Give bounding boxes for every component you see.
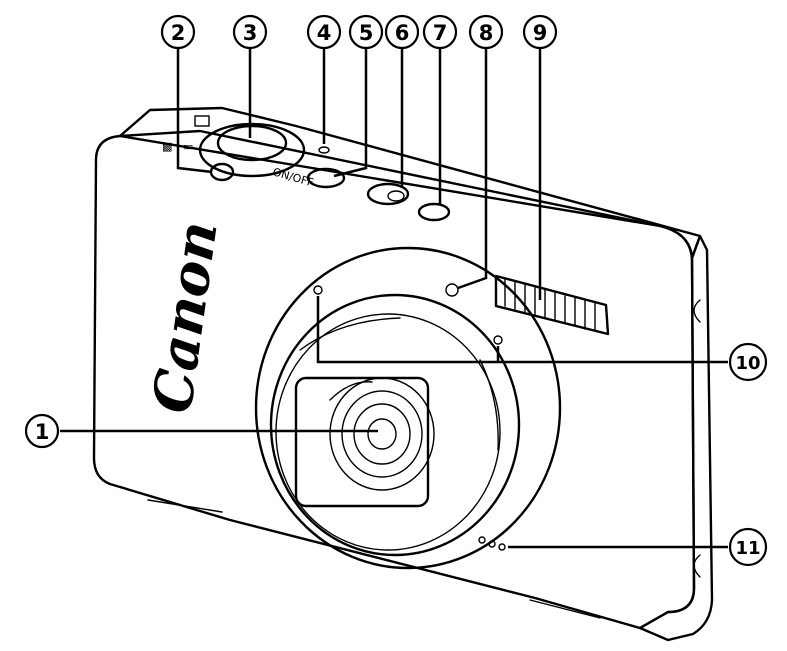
lens-glass (329, 377, 435, 491)
callout-10: 10 (728, 342, 768, 382)
lens-window (294, 376, 430, 508)
leader-line-2 (176, 48, 213, 174)
callout-9-label: 9 (533, 21, 548, 45)
flash (494, 274, 610, 336)
power-button-text: ON/OFF (271, 165, 315, 189)
callout-8: 8 (468, 14, 504, 50)
callout-1: 1 (24, 413, 60, 449)
callout-7-label: 7 (433, 21, 448, 45)
callout-6: 6 (384, 14, 420, 50)
mode-switch (366, 182, 410, 206)
callout-11-label: 11 (735, 538, 760, 559)
callout-11: 11 (728, 527, 768, 567)
mode-icon (194, 115, 210, 127)
mode-switch-knob (387, 190, 405, 202)
leader-line-5 (333, 48, 368, 178)
camera-body (92, 106, 714, 642)
callout-1-label: 1 (35, 420, 50, 444)
callout-8-label: 8 (479, 21, 494, 45)
leader-line-8 (457, 48, 488, 290)
callout-10-label: 10 (735, 353, 760, 374)
speaker-hole (478, 536, 486, 544)
leader-line-10 (316, 296, 728, 364)
callout-3-label: 3 (243, 21, 258, 45)
shutter-button (216, 124, 288, 162)
callout-6-label: 6 (395, 21, 410, 45)
power-lamp (318, 146, 330, 154)
speaker-hole (488, 540, 496, 548)
lens-outer-ring (254, 246, 562, 570)
leader-lines (60, 48, 728, 549)
callout-4: 4 (306, 14, 342, 50)
power-button (306, 167, 346, 189)
callout-2-label: 2 (171, 21, 186, 45)
microphone-hole-left (313, 285, 323, 295)
lens-barrel (269, 293, 521, 557)
speaker-hole (498, 543, 506, 551)
playback-button (417, 202, 451, 222)
callout-5: 5 (348, 14, 384, 50)
microphone-hole-right (493, 335, 503, 345)
callout-9: 9 (522, 14, 558, 50)
callout-5-label: 5 (359, 21, 374, 45)
callout-2: 2 (160, 14, 196, 50)
callouts: 1 2 3 4 5 6 7 8 (24, 14, 768, 567)
callout-7: 7 (422, 14, 458, 50)
zoom-lever (198, 122, 306, 178)
brand-logo: Canon (139, 217, 229, 417)
callout-3: 3 (232, 14, 268, 50)
callout-4-label: 4 (317, 21, 332, 45)
af-lamp (445, 283, 459, 297)
